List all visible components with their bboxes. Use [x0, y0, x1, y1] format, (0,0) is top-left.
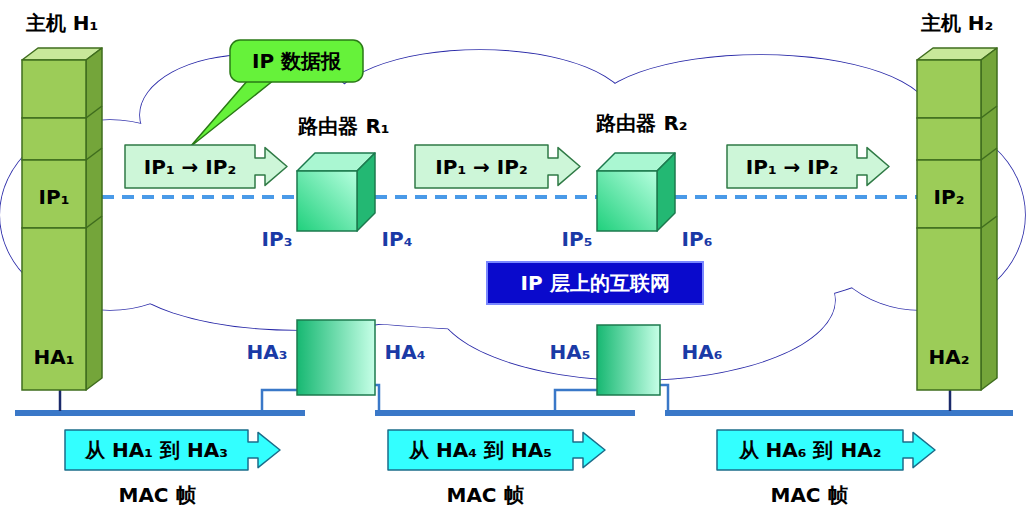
ip-packet-arrow: IP₁ → IP₂	[727, 145, 889, 188]
node-label: IP 层上的互联网	[520, 271, 669, 295]
host-layer-edge	[981, 106, 997, 118]
internet-band: IP 层上的互联网	[487, 262, 703, 304]
router-interface-box-outline	[597, 325, 660, 395]
ip-packet-arrow: IP₁ → IP₂	[125, 145, 287, 188]
address-label: HA₁	[34, 345, 75, 369]
mac-frame-arrow: 从 HA₁ 到 HA₃	[65, 430, 280, 470]
cloud-fill	[0, 50, 1025, 380]
cube-side-face	[357, 153, 375, 231]
node-label: IP₁ → IP₂	[435, 155, 527, 179]
address-label: IP₃	[262, 227, 293, 251]
host-wire	[949, 388, 952, 411]
frame-label: MAC 帧	[118, 483, 195, 507]
address-label: IP₅	[562, 227, 593, 251]
host-stack: 主机 H₁IP₁HA₁	[22, 48, 102, 390]
cube-side-face	[657, 153, 675, 231]
node-label: 路由器 R₂	[596, 111, 687, 135]
address-label: HA₄	[385, 340, 426, 364]
address-label: IP₂	[934, 185, 965, 209]
host-layer-block	[917, 60, 981, 118]
frame-label: MAC 帧	[446, 483, 523, 507]
address-label: HA₂	[929, 345, 970, 369]
callout-tail	[190, 80, 274, 147]
host-layer-block	[917, 160, 981, 228]
node-label: 路由器 R₁	[298, 114, 389, 138]
host-layer-block	[917, 118, 981, 160]
node-label: HA₅	[550, 340, 591, 364]
mac-frame-arrow: 从 HA₄ 到 HA₅	[388, 430, 605, 470]
block-arrow-shape	[717, 430, 935, 470]
host-layer-block	[22, 60, 86, 118]
interface-box-face	[297, 320, 375, 395]
host-stack-outline	[22, 48, 102, 390]
router-wire	[555, 390, 597, 411]
router-wire	[262, 390, 297, 411]
router-interface-box-outline	[297, 320, 375, 395]
cube-front-face	[297, 171, 357, 231]
mac-frame-arrow: 从 HA₆ 到 HA₂	[717, 430, 935, 470]
address-label: IP₆	[682, 227, 713, 251]
block-arrow-shape	[388, 430, 605, 470]
dashed-link	[102, 195, 297, 199]
bus-line	[375, 410, 635, 416]
dashed-link	[675, 195, 917, 199]
host-stack-outline	[917, 48, 997, 390]
host-layer-block	[917, 228, 981, 390]
host-layer-edge	[981, 216, 997, 228]
router-cube-outline	[297, 153, 375, 231]
ip-packet-arrow: IP₁ → IP₂	[415, 145, 580, 188]
node-label: IP₁ → IP₂	[144, 155, 236, 179]
address-label: IP₁	[39, 185, 70, 209]
host-side-face	[981, 48, 997, 390]
node-label: 从 HA₆ 到 HA₂	[739, 438, 882, 462]
host-layer-edge	[86, 148, 102, 160]
host-layer-block	[22, 118, 86, 160]
router-interface-box: HA₅HA₆	[597, 325, 660, 395]
address-label: HA₆	[682, 340, 723, 364]
host-layer-block	[22, 228, 86, 390]
lan-bus	[15, 410, 1013, 416]
block-arrow-shape	[415, 145, 580, 188]
host-layer-edge	[981, 148, 997, 160]
frame-label: MAC 帧	[770, 483, 847, 507]
router-cube: 路由器 R₂IP₅IP₆	[597, 153, 675, 231]
host-layer-edge	[86, 216, 102, 228]
interface-box-face	[597, 325, 660, 395]
node-label: 从 HA₁ 到 HA₃	[85, 438, 228, 462]
callout-bubble: IP 数据报	[230, 40, 363, 82]
callout-body	[230, 40, 363, 82]
router-wire	[660, 385, 668, 411]
node-label: HA₃	[247, 340, 288, 364]
host-layer-block	[22, 160, 86, 228]
block-arrow-shape	[125, 145, 287, 188]
band-face	[487, 262, 703, 304]
node-label: 从 HA₄ 到 HA₅	[409, 438, 552, 462]
host-side-face	[86, 48, 102, 390]
block-arrow-shape	[727, 145, 889, 188]
dashed-link	[375, 195, 597, 199]
cube-front-face	[597, 171, 657, 231]
node-label: IP 数据报	[252, 49, 341, 73]
cloud-outline	[0, 50, 1025, 380]
router-interface-box: HA₃HA₄	[297, 320, 375, 395]
router-cube: 路由器 R₁IP₃IP₄	[297, 153, 375, 231]
host-layer-edge	[86, 106, 102, 118]
host-wire	[59, 388, 62, 411]
block-arrow-shape	[65, 430, 280, 470]
node-label: 主机 H₂	[921, 11, 993, 35]
address-label: IP₄	[382, 227, 413, 251]
host-stack: 主机 H₂IP₂HA₂	[917, 48, 997, 390]
bus-line	[665, 410, 1013, 416]
node-label: IP₁ → IP₂	[746, 155, 838, 179]
drop-wires	[60, 385, 950, 411]
router-cube-outline	[597, 153, 675, 231]
node-label: 主机 H₁	[26, 11, 98, 35]
